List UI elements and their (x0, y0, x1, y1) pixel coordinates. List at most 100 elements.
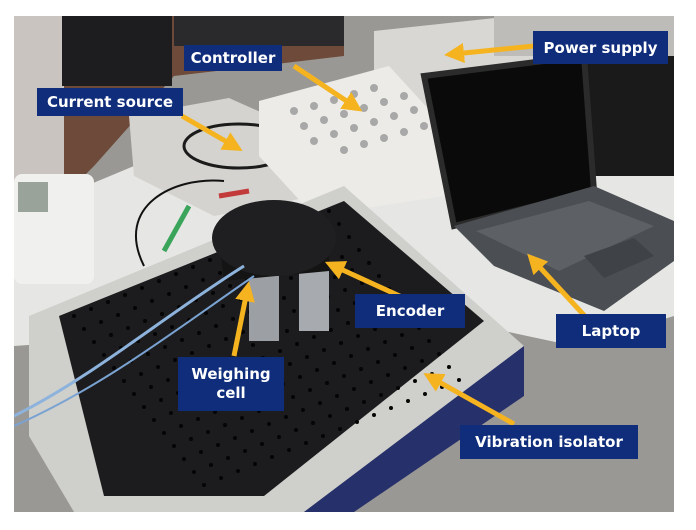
breadboard-hole (277, 435, 281, 439)
breadboard-hole (140, 286, 144, 290)
breadboard-hole (342, 374, 346, 378)
breadboard-hole (260, 442, 264, 446)
blue-tube (14, 264, 245, 418)
breadboard-hole (350, 268, 354, 272)
breadboard-hole (393, 353, 397, 357)
breadboard-hole (112, 366, 116, 370)
breadboard-hole (192, 470, 196, 474)
breadboard-hole (285, 329, 289, 333)
breadboard-hole (376, 360, 380, 364)
breadboard-hole (243, 449, 247, 453)
breadboard-hole (238, 297, 242, 301)
breadboard-hole (214, 324, 218, 328)
breadboard-hole (270, 455, 274, 459)
label-weighing-cell: Weighing cell (178, 357, 284, 411)
breadboard-hole (173, 358, 177, 362)
breadboard-hole (356, 334, 360, 338)
black-instrument (62, 16, 172, 86)
breadboard-hole (150, 299, 154, 303)
breadboard-hole (236, 469, 240, 473)
breadboard-hole (133, 306, 137, 310)
breadboard-hole (213, 410, 217, 414)
breadboard-hole (447, 365, 451, 369)
breadboard-hole (99, 320, 103, 324)
breadboard-hole (321, 434, 325, 438)
breadboard-hole (152, 418, 156, 422)
label-laptop: Laptop (556, 314, 666, 348)
breadboard-hole (211, 291, 215, 295)
breadboard-hole (325, 381, 329, 385)
breadboard-hole (160, 312, 164, 316)
breadboard-hole (337, 222, 341, 226)
cable (135, 179, 225, 267)
label-power-supply: Power supply (533, 31, 668, 64)
red-probe (218, 188, 250, 199)
breadboard-hole (360, 281, 364, 285)
breadboard-hole (234, 350, 238, 354)
breadboard-hole (267, 422, 271, 426)
breadboard-hole (322, 348, 326, 352)
breadboard-hole (345, 407, 349, 411)
breadboard-hole (196, 417, 200, 421)
breadboard-hole (387, 287, 391, 291)
breadboard-hole (102, 353, 106, 357)
breadboard-hole (162, 431, 166, 435)
breadboard-hole (336, 308, 340, 312)
breadboard-hole (219, 476, 223, 480)
breadboard-hole (413, 379, 417, 383)
breadboard-hole (298, 375, 302, 379)
breadboard-hole (288, 362, 292, 366)
breadboard-hole (457, 378, 461, 382)
breadboard-hole (377, 274, 381, 278)
breadboard-hole (157, 279, 161, 283)
breadboard-hole (340, 255, 344, 259)
breadboard-hole (301, 408, 305, 412)
label-controller: Controller (184, 45, 282, 71)
breadboard-hole (142, 405, 146, 409)
breadboard-hole (329, 328, 333, 332)
breadboard-hole (199, 450, 203, 454)
breadboard-hole (400, 333, 404, 337)
breadboard-hole (209, 463, 213, 467)
breadboard-hole (139, 372, 143, 376)
breadboard-hole (318, 401, 322, 405)
breadboard-hole (106, 300, 110, 304)
breadboard-hole (346, 321, 350, 325)
breadboard-hole (207, 344, 211, 348)
breadboard-hole (427, 339, 431, 343)
breadboard-hole (282, 296, 286, 300)
breadboard-hole (403, 366, 407, 370)
breadboard-hole (153, 332, 157, 336)
laptop-touchpad (584, 238, 654, 278)
breadboard-hole (386, 373, 390, 377)
breadboard-hole (224, 337, 228, 341)
breadboard-hole (123, 293, 127, 297)
breadboard-hole (122, 379, 126, 383)
breadboard-hole (339, 341, 343, 345)
breadboard-hole (201, 278, 205, 282)
label-vibration-isolator: Vibration isolator (460, 425, 638, 459)
telephone-display (18, 182, 48, 212)
breadboard-hole (180, 338, 184, 342)
breadboard-hole (206, 430, 210, 434)
breadboard-hole (202, 483, 206, 487)
breadboard-hole (430, 372, 434, 376)
breadboard-hole (294, 428, 298, 432)
breadboard-hole (170, 325, 174, 329)
breadboard-hole (406, 399, 410, 403)
breadboard-hole (291, 395, 295, 399)
breadboard-hole (146, 352, 150, 356)
breadboard-hole (349, 354, 353, 358)
breadboard-hole (231, 317, 235, 321)
breadboard-hole (82, 327, 86, 331)
breadboard-hole (383, 340, 387, 344)
label-current-source: Current source (37, 88, 183, 116)
breadboard-hole (396, 386, 400, 390)
blue-tube (14, 275, 255, 427)
breadboard-hole (89, 307, 93, 311)
breadboard-hole (166, 378, 170, 382)
breadboard-hole (149, 385, 153, 389)
breadboard-hole (226, 456, 230, 460)
breadboard-hole (328, 414, 332, 418)
breadboard-hole (359, 367, 363, 371)
